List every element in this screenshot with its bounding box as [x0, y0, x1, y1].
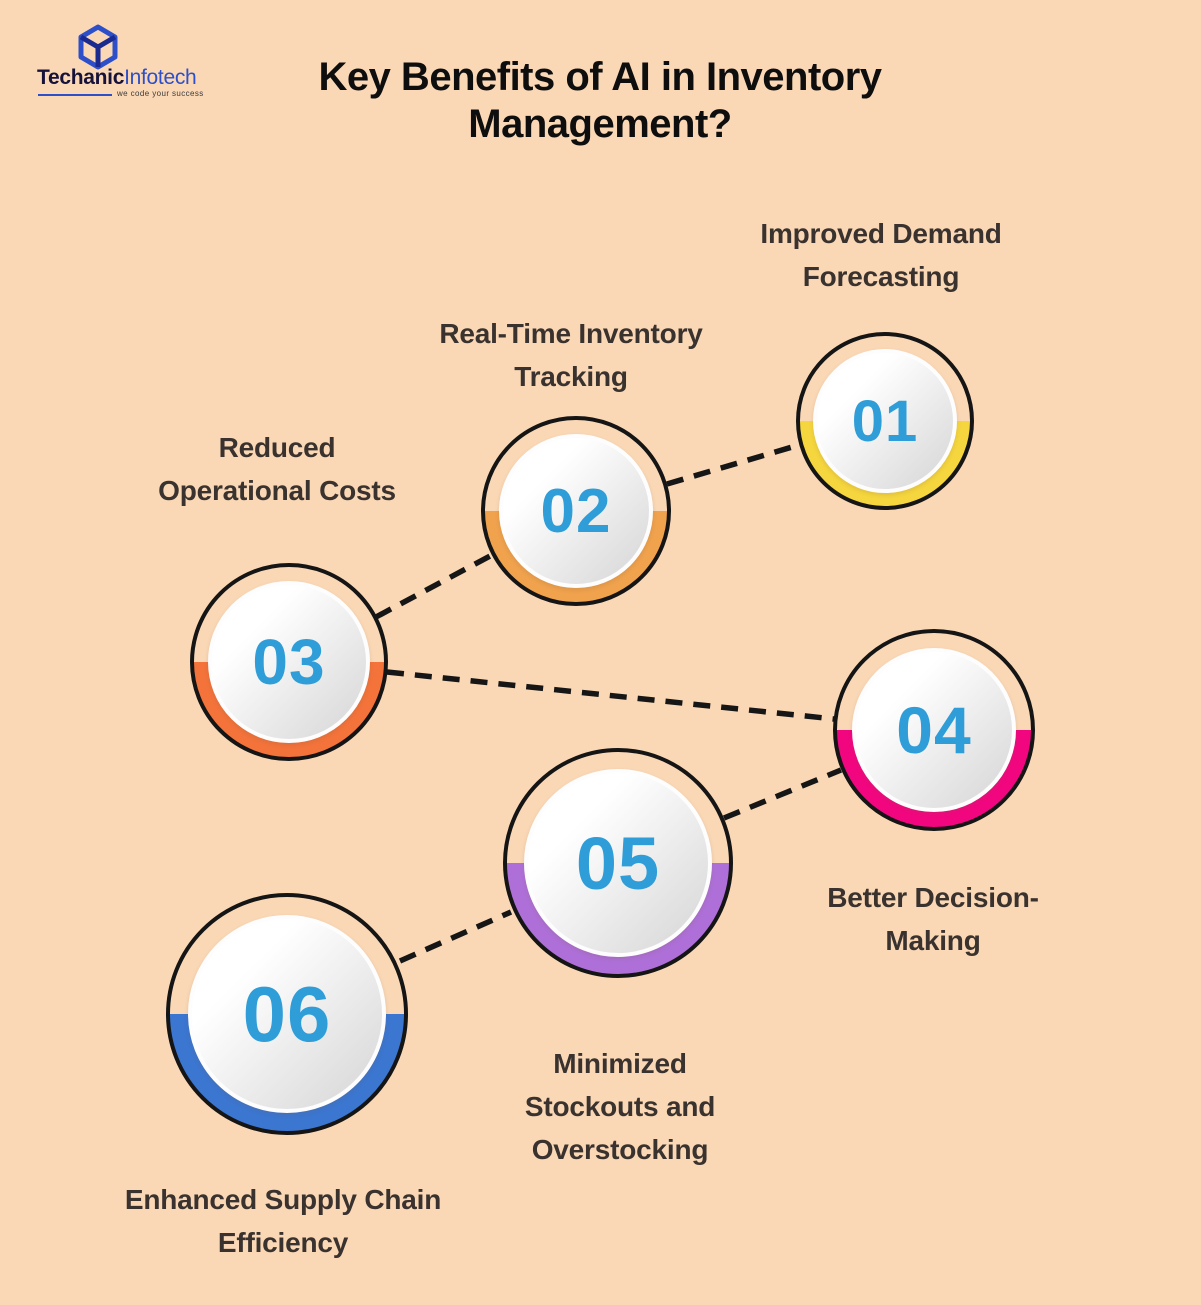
node-05-number: 05: [575, 821, 661, 905]
node-04-disc: [852, 648, 1016, 812]
brand-name-primary: Techanic: [37, 66, 125, 89]
connector-02-01: [666, 442, 800, 487]
node-03-number: 03: [252, 626, 326, 698]
connector-03-02: [374, 553, 492, 620]
brand-name-secondary: Infotech: [124, 66, 197, 89]
node-06-disc: [188, 915, 386, 1113]
node-02-label: Real-Time Inventory Tracking: [439, 318, 703, 392]
node-03-label: Reduced Operational Costs: [158, 432, 396, 506]
node-04-label: Better Decision- Making: [827, 882, 1039, 956]
connector-06-05: [398, 909, 513, 964]
page-title: Key Benefits of AI in Inventory Manageme…: [318, 55, 882, 146]
benefit-node-06: 06: [166, 893, 408, 1135]
benefit-node-05: 05: [503, 748, 733, 978]
benefit-node-01: 01: [796, 332, 974, 510]
logo-underline: [38, 94, 112, 96]
benefit-node-03: 03: [190, 563, 388, 761]
benefit-node-02: 02: [481, 416, 671, 606]
brand-name: TechanicInfotech: [37, 66, 197, 90]
connector-05-04: [722, 767, 843, 821]
cube-logo-icon: [78, 24, 118, 70]
node-01-label: Improved Demand Forecasting: [760, 218, 1002, 292]
brand-tagline: we code your success: [117, 89, 204, 98]
node-04-number: 04: [896, 693, 972, 767]
node-06-label: Enhanced Supply Chain Efficiency: [124, 1184, 442, 1258]
brand-logo: TechanicInfotech we code your success: [37, 22, 237, 107]
node-06-number: 06: [242, 969, 332, 1058]
connector-03-04: [386, 669, 835, 722]
node-02-number: 02: [540, 476, 612, 546]
node-05-disc: [524, 769, 712, 957]
node-01-number: 01: [851, 388, 919, 454]
benefit-node-04: 04: [833, 629, 1035, 831]
node-02-disc: [499, 434, 653, 588]
node-03-disc: [208, 581, 370, 743]
node-05-label: Minimized Stockouts and Overstocking: [524, 1048, 716, 1165]
node-01-disc: [813, 349, 957, 493]
